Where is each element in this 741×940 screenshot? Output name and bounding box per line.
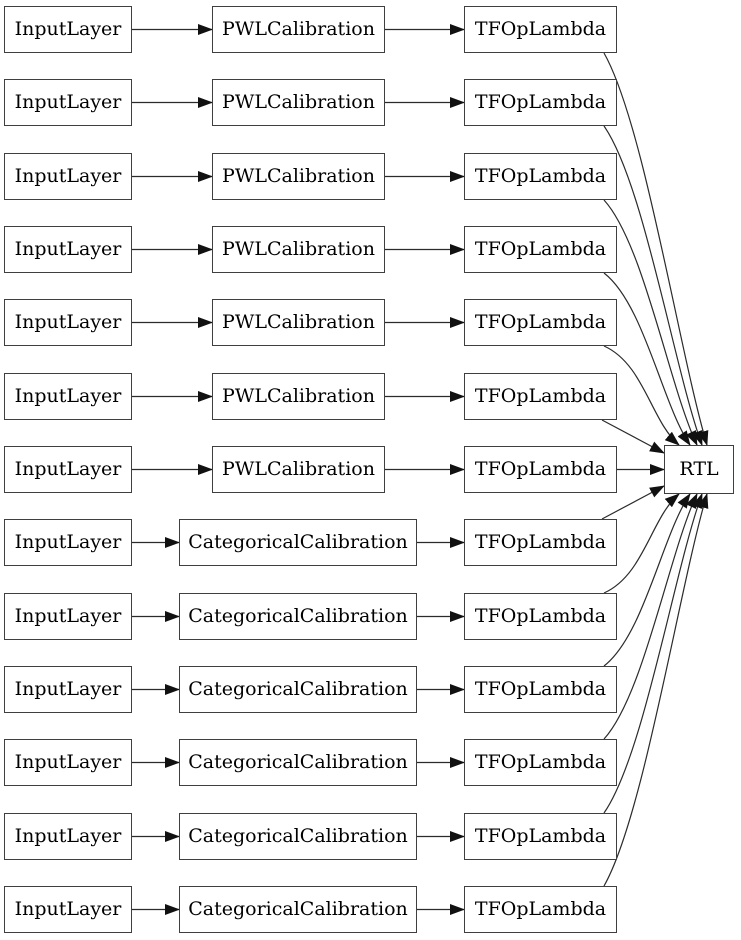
- edge-arrow: [603, 493, 709, 887]
- tfoplambda-node: TFOpLambda: [464, 6, 617, 53]
- categorical-calibration-node: CategoricalCalibration: [179, 886, 417, 933]
- input-layer-node: InputLayer: [4, 373, 132, 420]
- edge-arrow: [603, 345, 680, 446]
- tfoplambda-node: TFOpLambda: [464, 373, 617, 420]
- tfoplambda-node: TFOpLambda: [464, 153, 617, 200]
- categorical-calibration-node: CategoricalCalibration: [179, 813, 417, 860]
- tfoplambda-node: TFOpLambda: [464, 739, 617, 786]
- edge-arrow: [603, 272, 691, 446]
- tfoplambda-node: TFOpLambda: [464, 299, 617, 346]
- input-layer-node: InputLayer: [4, 886, 132, 933]
- input-layer-node: InputLayer: [4, 79, 132, 126]
- input-layer-node: InputLayer: [4, 666, 132, 713]
- input-layer-node: InputLayer: [4, 593, 132, 640]
- pwl-calibration-node: PWLCalibration: [212, 153, 385, 200]
- edge-arrow: [603, 199, 698, 446]
- input-layer-node: InputLayer: [4, 153, 132, 200]
- categorical-calibration-node: CategoricalCalibration: [179, 519, 417, 566]
- tfoplambda-node: TFOpLambda: [464, 226, 617, 273]
- pwl-calibration-node: PWLCalibration: [212, 373, 385, 420]
- categorical-calibration-node: CategoricalCalibration: [179, 666, 417, 713]
- edge-arrow: [601, 419, 665, 454]
- pwl-calibration-node: PWLCalibration: [212, 79, 385, 126]
- input-layer-node: InputLayer: [4, 226, 132, 273]
- edge-arrow: [603, 493, 703, 814]
- categorical-calibration-node: CategoricalCalibration: [179, 739, 417, 786]
- tfoplambda-node: TFOpLambda: [464, 519, 617, 566]
- categorical-calibration-node: CategoricalCalibration: [179, 593, 417, 640]
- pwl-calibration-node: PWLCalibration: [212, 299, 385, 346]
- input-layer-node: InputLayer: [4, 519, 132, 566]
- edge-arrow: [603, 493, 691, 667]
- input-layer-node: InputLayer: [4, 739, 132, 786]
- pwl-calibration-node: PWLCalibration: [212, 6, 385, 53]
- edge-arrow: [601, 485, 665, 520]
- input-layer-node: InputLayer: [4, 446, 132, 493]
- tfoplambda-node: TFOpLambda: [464, 886, 617, 933]
- edge-arrow: [603, 493, 698, 740]
- pwl-calibration-node: PWLCalibration: [212, 446, 385, 493]
- rtl-node: RTL: [664, 445, 734, 494]
- edge-arrow: [603, 125, 703, 446]
- edge-arrow: [603, 493, 680, 594]
- tfoplambda-node: TFOpLambda: [464, 79, 617, 126]
- tfoplambda-node: TFOpLambda: [464, 666, 617, 713]
- edge-arrow: [603, 52, 709, 446]
- input-layer-node: InputLayer: [4, 6, 132, 53]
- tfoplambda-node: TFOpLambda: [464, 813, 617, 860]
- tfoplambda-node: TFOpLambda: [464, 446, 617, 493]
- input-layer-node: InputLayer: [4, 813, 132, 860]
- input-layer-node: InputLayer: [4, 299, 132, 346]
- pwl-calibration-node: PWLCalibration: [212, 226, 385, 273]
- tfoplambda-node: TFOpLambda: [464, 593, 617, 640]
